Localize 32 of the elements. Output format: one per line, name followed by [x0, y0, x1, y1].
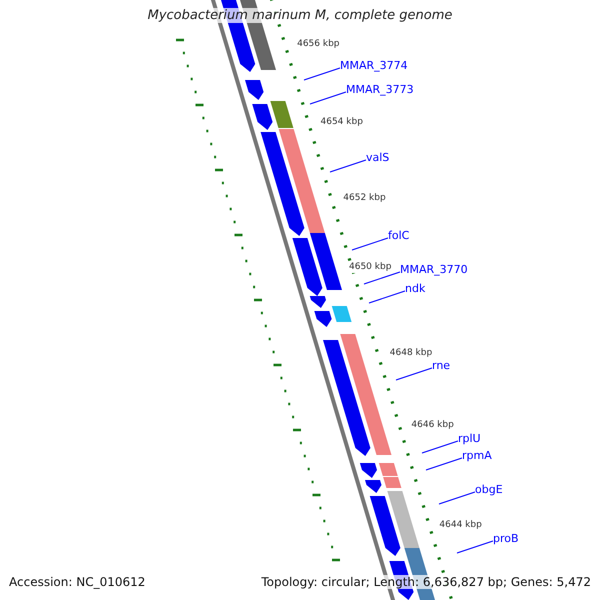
leader-line — [368, 290, 406, 304]
leader-line — [438, 492, 476, 504]
leader-line — [304, 68, 340, 80]
gene-label: MMAR_3770 — [400, 263, 468, 276]
scale-label: 4650 kbp — [349, 262, 392, 273]
scale-label: 4656 kbp — [297, 39, 340, 50]
gene-label: MMAR_3773 — [346, 83, 414, 96]
leader-line — [396, 368, 432, 380]
accession-text: Accession: NC_010612 — [9, 575, 146, 589]
title: Mycobacterium marinum M, complete genome — [148, 8, 452, 23]
leader-line — [364, 272, 400, 284]
leader-line — [352, 238, 388, 250]
leader-line — [422, 440, 458, 454]
gene-label: obgE — [475, 483, 503, 496]
gene-label: valS — [366, 151, 390, 164]
leader-line — [330, 160, 366, 172]
scale-label: 4648 kbp — [390, 348, 432, 359]
scale-label: 4652 kbp — [343, 193, 386, 204]
gene-label: rpmA — [462, 449, 492, 462]
leader-line — [456, 540, 494, 554]
gene-label: proB — [493, 532, 519, 545]
scale-label: 4654 kbp — [320, 117, 363, 128]
gene-label: ndk — [405, 282, 426, 295]
gene-label: rne — [432, 359, 450, 372]
gene-label: MMAR_3774 — [340, 59, 408, 72]
leader-line — [310, 92, 346, 104]
gene-label: folC — [388, 229, 410, 242]
scale-label: 4646 kbp — [411, 420, 454, 431]
leader-line — [426, 458, 462, 470]
scale-label: 4644 kbp — [439, 520, 482, 531]
genome-info-text: Topology: circular; Length: 6,636,827 bp; Genes: 5,472 — [261, 575, 591, 589]
gene-label: rplU — [458, 432, 481, 445]
